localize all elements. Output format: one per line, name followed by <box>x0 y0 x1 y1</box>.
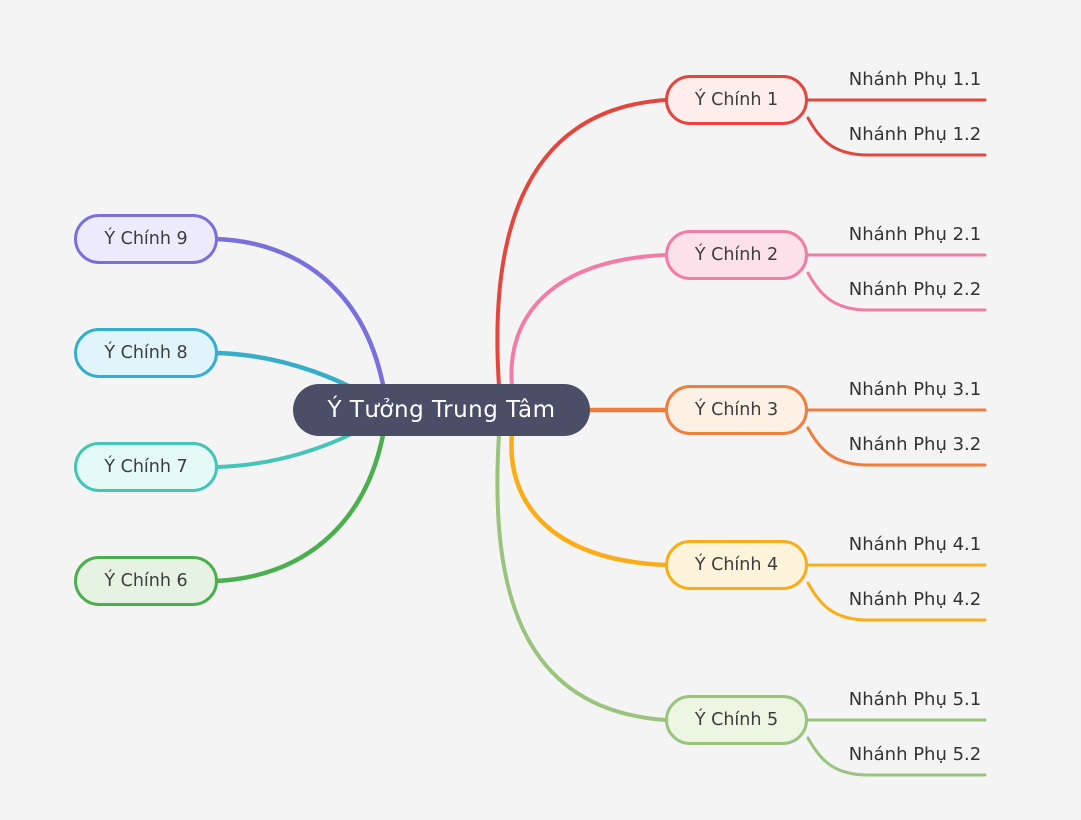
connector-central-to-branch-4 <box>509 431 669 568</box>
main-node-9[interactable]: Ý Chính 9 <box>74 214 218 264</box>
connector-central-to-branch-6 <box>213 427 387 584</box>
central-node[interactable]: Ý Tưởng Trung Tâm <box>293 384 590 436</box>
connector-central-to-branch-5 <box>495 432 668 722</box>
connector-central-to-branch-9 <box>213 236 387 393</box>
main-node-8[interactable]: Ý Chính 8 <box>74 328 218 378</box>
main-node-7[interactable]: Ý Chính 7 <box>74 442 218 492</box>
main-node-6[interactable]: Ý Chính 6 <box>74 556 218 606</box>
subbranch-line-3-2 <box>806 426 987 467</box>
connector-central-to-branch-2 <box>509 253 668 388</box>
main-node-5[interactable]: Ý Chính 5 <box>665 695 808 745</box>
sub-node-2-1[interactable]: Nhánh Phụ 2.1 <box>848 224 982 245</box>
subbranch-line-1-2 <box>806 116 987 157</box>
sub-node-1-1[interactable]: Nhánh Phụ 1.1 <box>848 69 982 90</box>
sub-node-5-1[interactable]: Nhánh Phụ 5.1 <box>848 689 982 710</box>
main-node-3[interactable]: Ý Chính 3 <box>665 385 808 435</box>
sub-node-4-2[interactable]: Nhánh Phụ 4.2 <box>848 589 982 610</box>
sub-node-1-2[interactable]: Nhánh Phụ 1.2 <box>848 124 982 145</box>
subbranch-line-2-2 <box>806 271 987 312</box>
sub-node-3-1[interactable]: Nhánh Phụ 3.1 <box>848 379 982 400</box>
subbranch-line-4-2 <box>806 581 987 622</box>
sub-node-2-2[interactable]: Nhánh Phụ 2.2 <box>848 279 982 300</box>
connector-central-to-branch-1 <box>495 98 668 388</box>
sub-node-4-1[interactable]: Nhánh Phụ 4.1 <box>848 534 982 555</box>
sub-node-5-2[interactable]: Nhánh Phụ 5.2 <box>848 744 982 765</box>
main-node-4[interactable]: Ý Chính 4 <box>665 540 808 590</box>
sub-node-3-2[interactable]: Nhánh Phụ 3.2 <box>848 434 982 455</box>
main-node-1[interactable]: Ý Chính 1 <box>665 75 808 125</box>
main-node-2[interactable]: Ý Chính 2 <box>665 230 808 280</box>
subbranch-line-5-2 <box>806 736 987 777</box>
